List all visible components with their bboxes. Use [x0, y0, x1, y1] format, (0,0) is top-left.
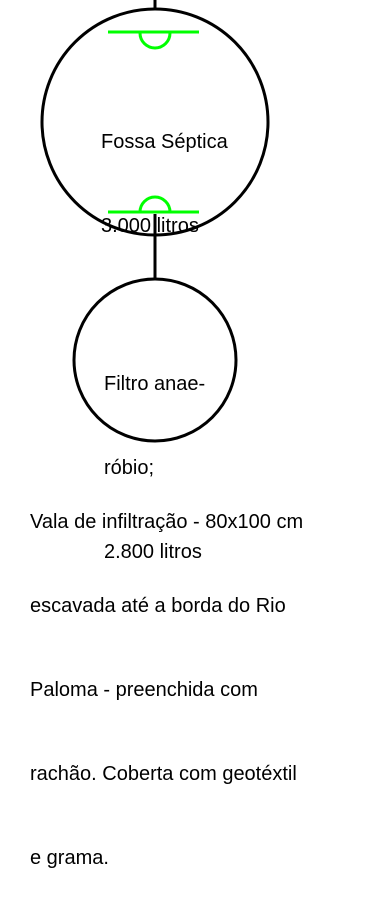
description-line: Paloma - preenchida com: [30, 679, 258, 701]
inlet-fitting: [108, 30, 199, 50]
infiltration-trench-description: Vala de infiltração - 80x100 cm escavada…: [30, 452, 375, 900]
filter-name-line-1: Filtro anae-: [104, 373, 206, 395]
filter-capacity: 2.800 litros: [104, 541, 202, 563]
septic-system-diagram: [40, 0, 270, 443]
septic-tank-capacity: 3.000 litros: [101, 215, 199, 237]
anaerobic-filter-circle: [72, 277, 238, 443]
septic-tank-name: Fossa Séptica: [101, 131, 228, 153]
description-line: rachão. Coberta com geotéxtil: [30, 763, 297, 785]
description-line: e grama.: [30, 847, 109, 869]
description-line: escavada até a borda do Rio: [30, 595, 286, 617]
anaerobic-filter-label: Filtro anae- róbio; 2.800 litros: [104, 314, 205, 594]
septic-tank-label: Fossa Séptica 3.000 litros: [101, 72, 228, 268]
filter-name-line-2: róbio;: [104, 457, 155, 479]
outlet-fitting: [108, 195, 199, 214]
description-line: Vala de infiltração - 80x100 cm: [30, 511, 304, 533]
